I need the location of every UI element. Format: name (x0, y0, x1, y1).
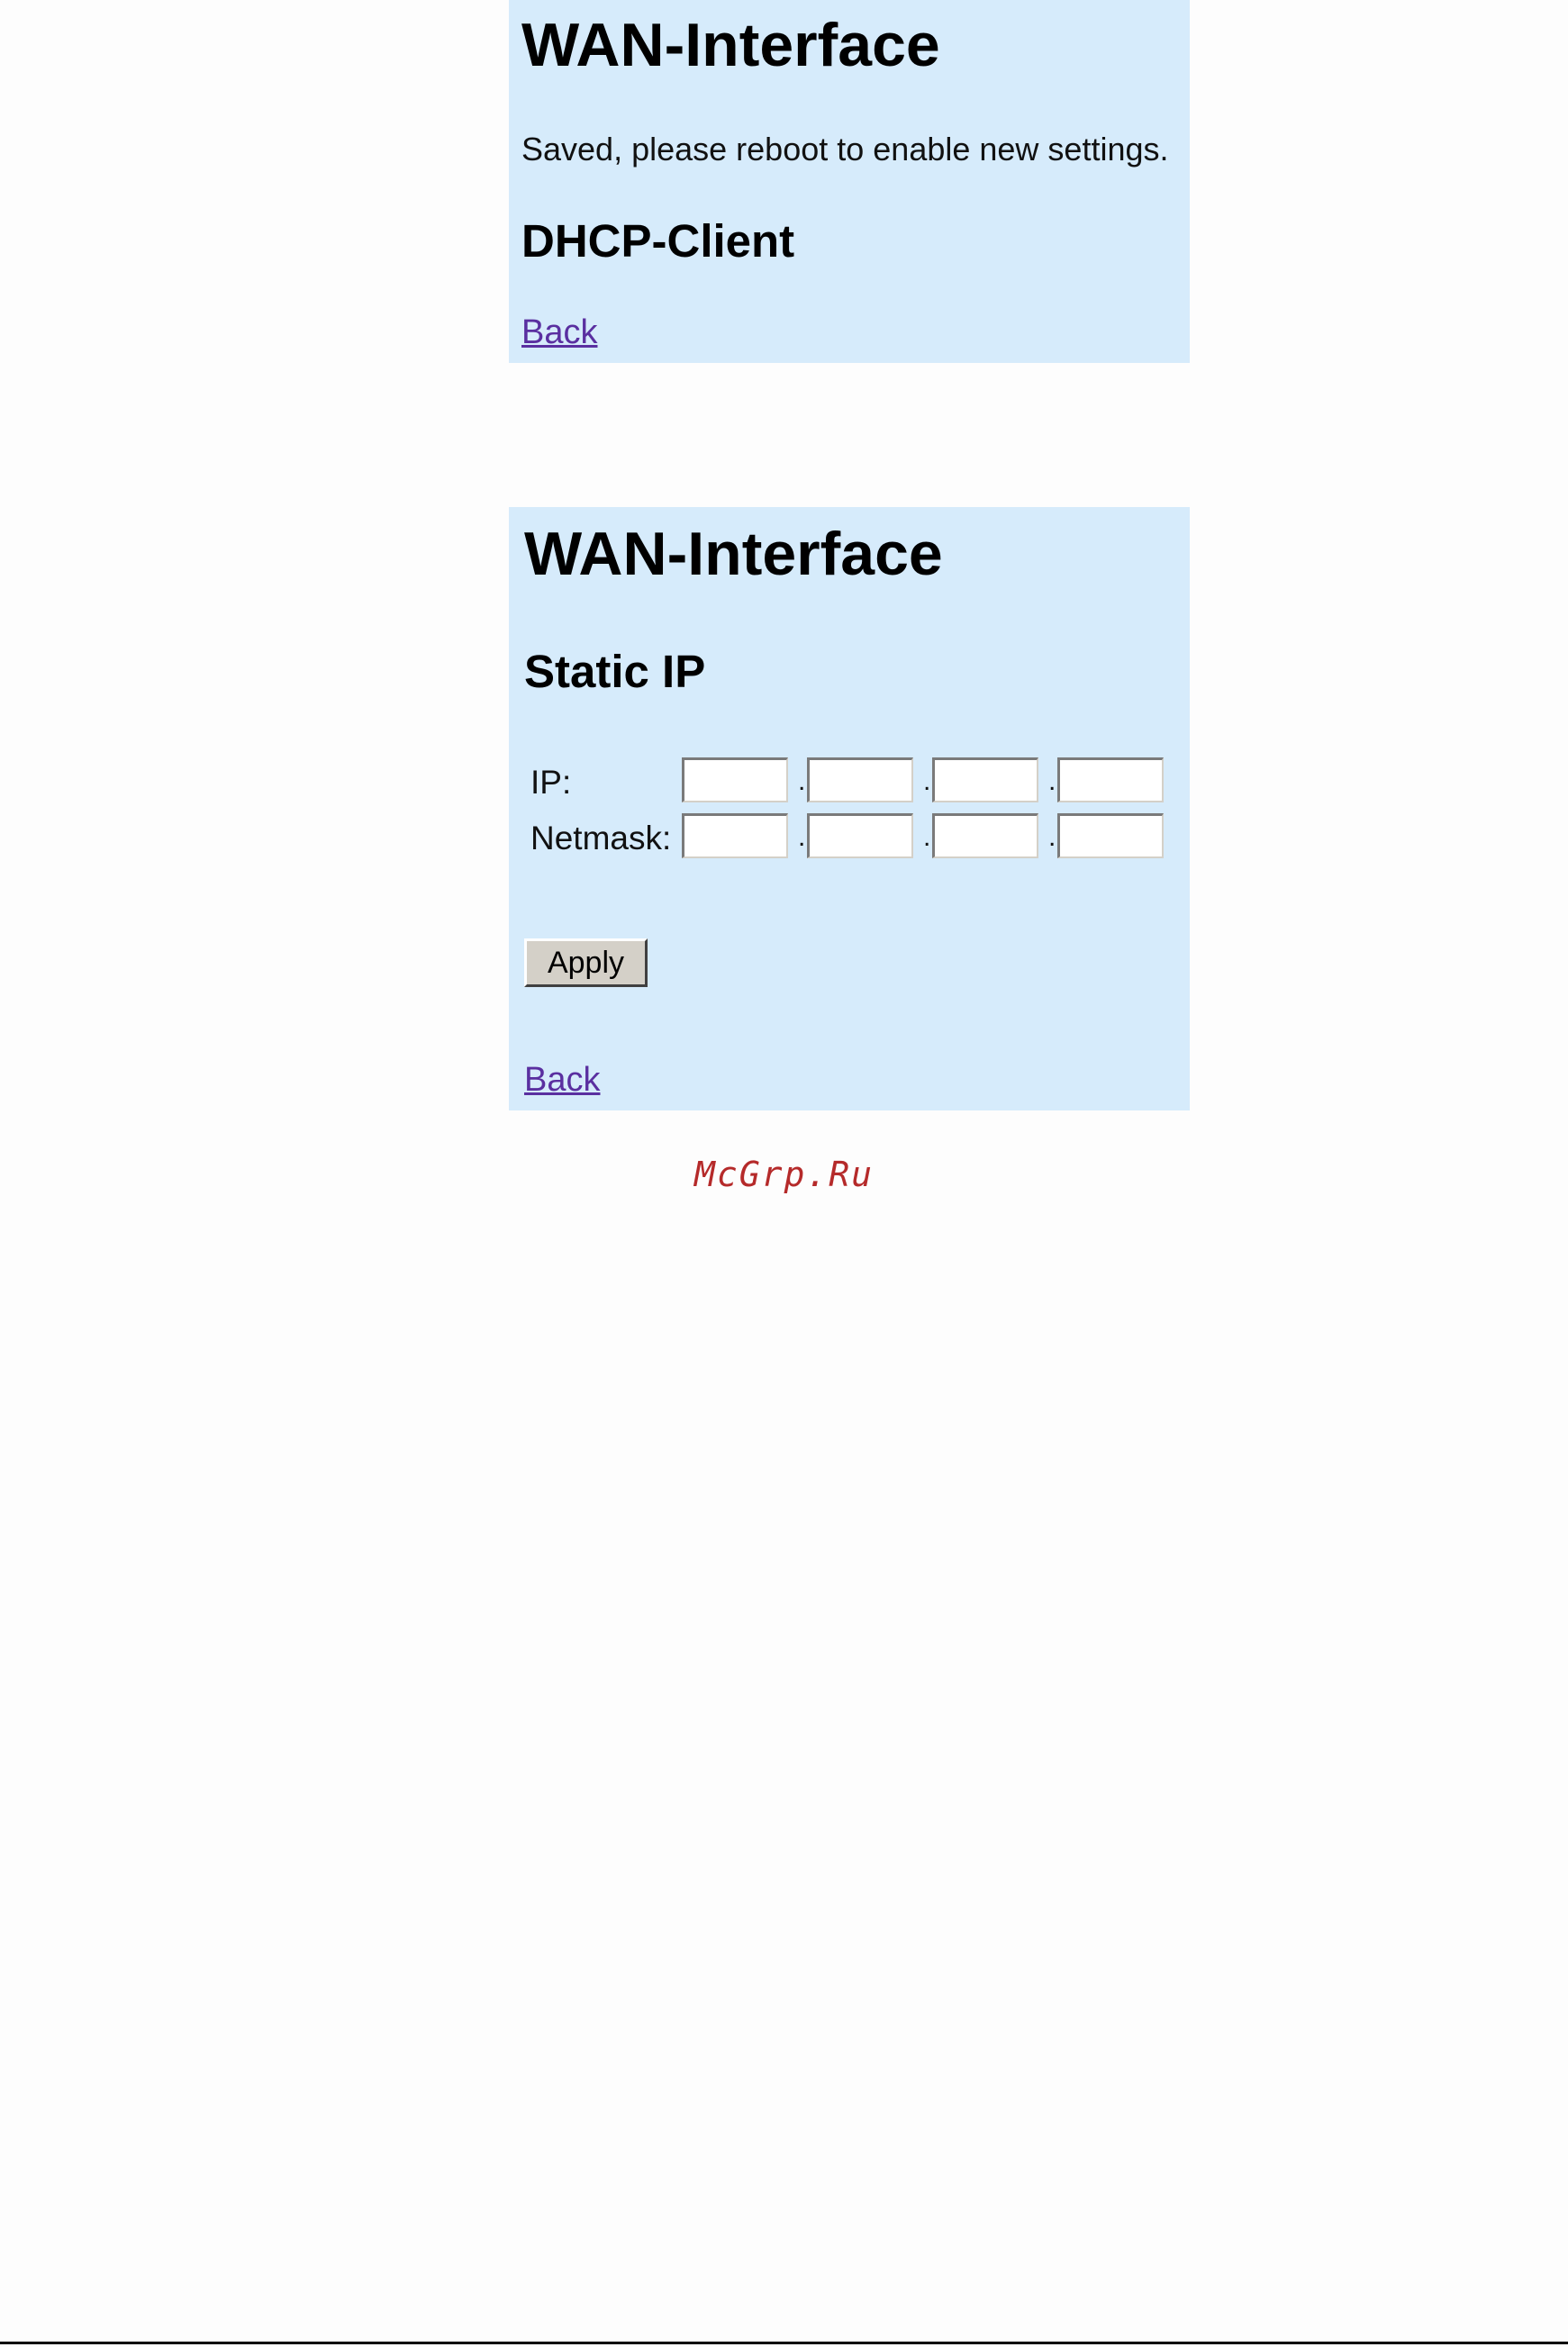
ip-octet-3-input[interactable] (932, 757, 1038, 802)
apply-button[interactable]: Apply (524, 938, 648, 987)
octet-separator: . (798, 824, 805, 851)
ip-octet-4-input[interactable] (1057, 757, 1164, 802)
ip-octet-2-input[interactable] (807, 757, 913, 802)
watermark-text: McGrp.Ru (0, 1155, 1568, 1194)
status-message: Saved, please reboot to enable new setti… (521, 133, 1169, 166)
netmask-label: Netmask: (530, 821, 671, 855)
netmask-octet-1-input[interactable] (682, 813, 788, 858)
static-ip-panel: WAN-Interface Static IP IP: . . . Netmas… (509, 507, 1190, 1110)
octet-separator: . (923, 824, 930, 851)
section-title: DHCP-Client (521, 218, 794, 264)
netmask-octet-3-input[interactable] (932, 813, 1038, 858)
netmask-octet-4-input[interactable] (1057, 813, 1164, 858)
octet-separator: . (798, 768, 805, 795)
page-title: WAN-Interface (521, 14, 940, 76)
page-title: WAN-Interface (524, 523, 943, 584)
section-title: Static IP (524, 648, 705, 694)
netmask-octet-2-input[interactable] (807, 813, 913, 858)
back-link[interactable]: Back (524, 1063, 600, 1097)
back-link[interactable]: Back (521, 315, 597, 349)
ip-octet-1-input[interactable] (682, 757, 788, 802)
dhcp-saved-panel: WAN-Interface Saved, please reboot to en… (509, 0, 1190, 363)
page-bottom-divider (0, 2342, 1568, 2344)
octet-separator: . (923, 768, 930, 795)
octet-separator: . (1048, 768, 1056, 795)
octet-separator: . (1048, 824, 1056, 851)
ip-label: IP: (530, 766, 571, 799)
